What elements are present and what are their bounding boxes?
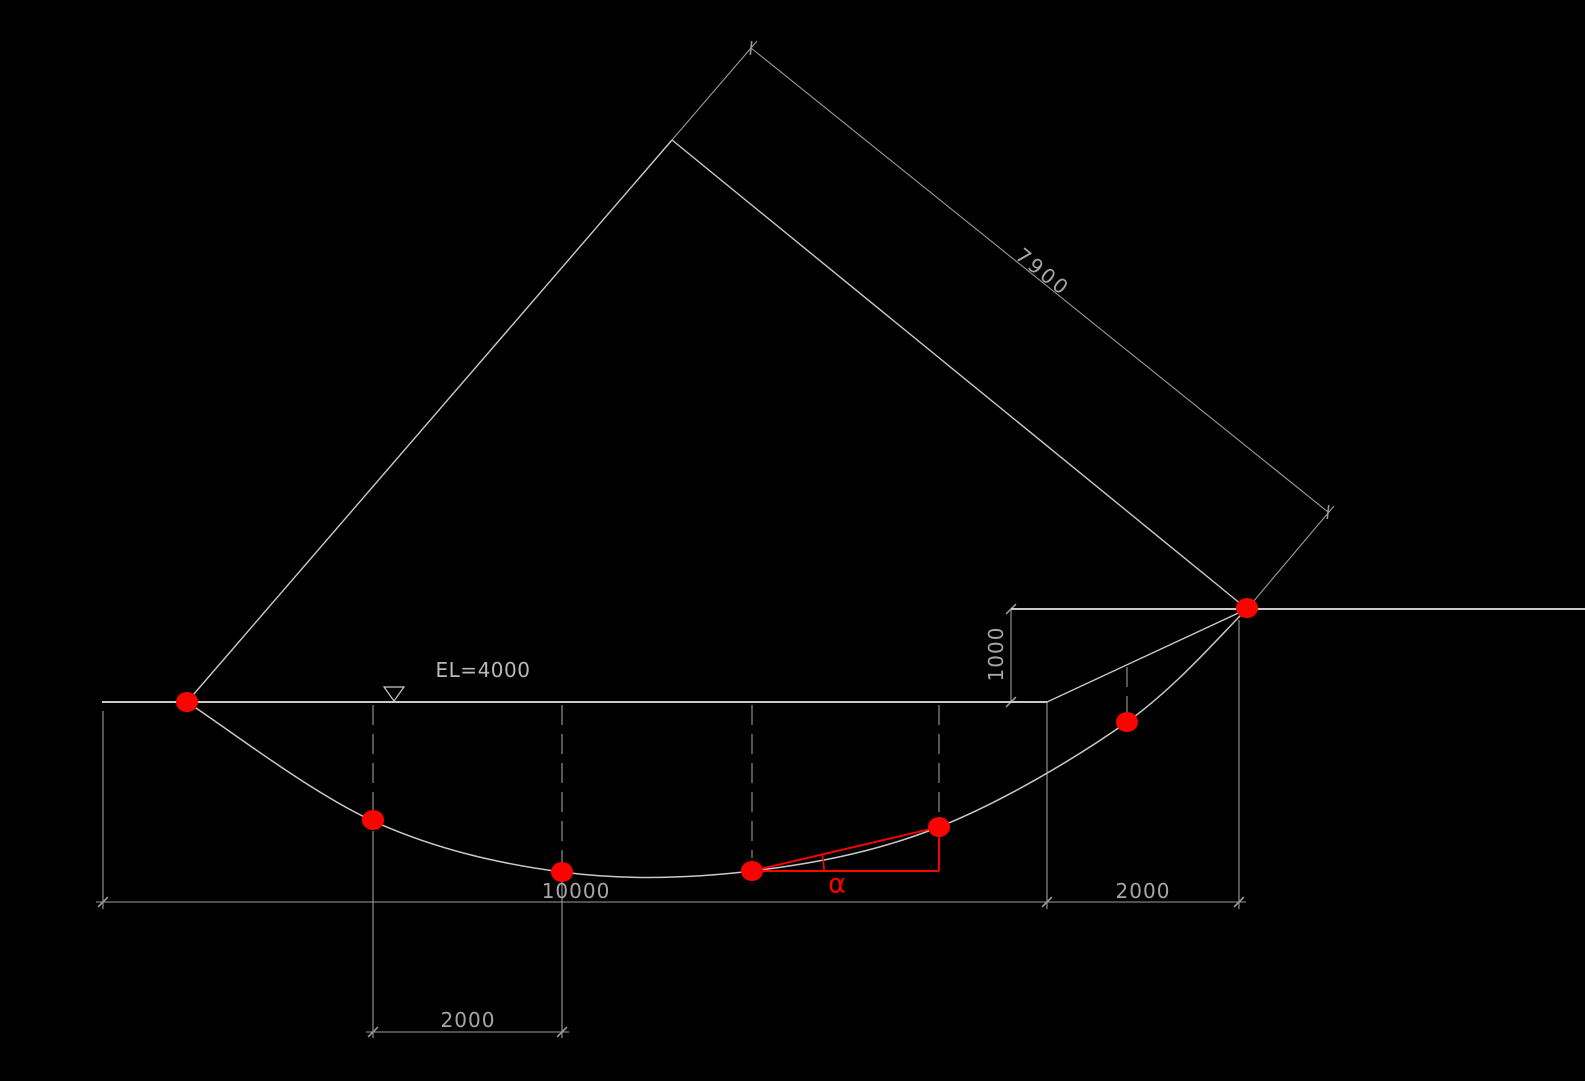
dim-tick (1041, 896, 1053, 908)
guy-line-right (671, 139, 1248, 610)
survey-point-dot (551, 862, 573, 882)
slope-hypotenuse (751, 826, 940, 872)
dim-label-10000: 10000 (541, 879, 611, 903)
survey-point-dot (741, 861, 763, 881)
dim-tick (1233, 896, 1245, 908)
survey-point-dot (1236, 598, 1258, 618)
survey-point-dot (176, 692, 198, 712)
angle-alpha-label: α (828, 868, 846, 900)
dim-label-1000: 1000 (984, 626, 1008, 682)
dim-label-2000-bottom: 2000 (440, 1008, 496, 1032)
survey-point-dot (362, 810, 384, 830)
dim-label-2000-right: 2000 (1115, 879, 1171, 903)
elevation-label: EL=4000 (435, 658, 531, 682)
guy-line-left (186, 139, 673, 703)
angle-arc (821, 854, 825, 872)
survey-point-dot (928, 817, 950, 837)
ext-7900-top (671, 40, 758, 141)
dim-line-7900 (750, 47, 1329, 513)
step-diagonal (1046, 608, 1248, 703)
ext-7900-bottom (1246, 505, 1335, 610)
cable-curve (186, 608, 1248, 879)
dim-tick (1326, 504, 1330, 520)
dim-tick (367, 1026, 379, 1038)
dim-tick (97, 896, 109, 908)
survey-point-dot (1116, 712, 1138, 732)
dim-tick (556, 1026, 568, 1038)
water-level-icon (382, 686, 406, 703)
dim-tick (749, 40, 753, 56)
